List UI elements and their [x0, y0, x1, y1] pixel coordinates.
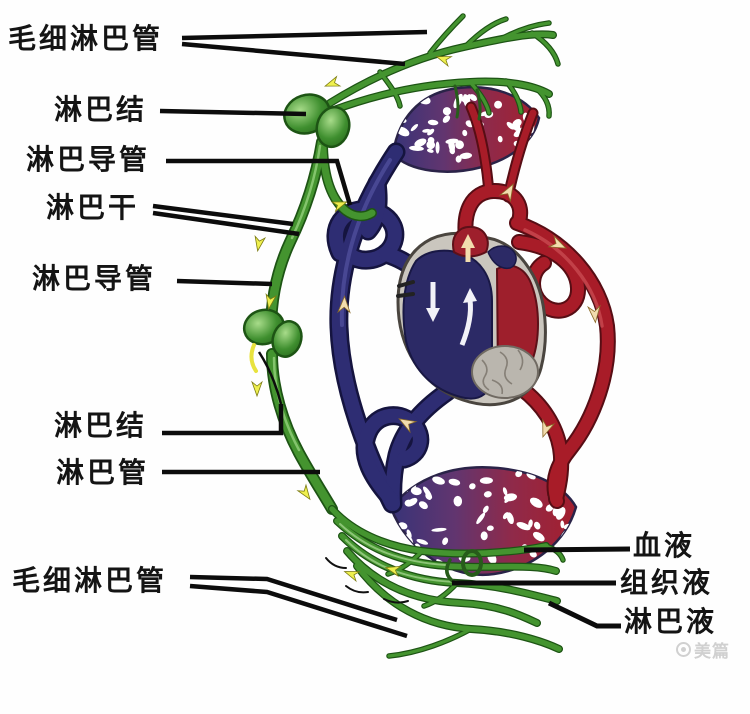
- watermark-text: 美篇: [694, 642, 730, 661]
- label-lymph-node-lower: 淋巴结: [54, 411, 148, 442]
- label-lymph-vessel: 淋巴管: [56, 458, 150, 489]
- label-blood: 血液: [633, 531, 696, 562]
- label-tissue-fluid: 组织液: [620, 568, 714, 599]
- label-lymph-node-top: 淋巴结: [54, 95, 148, 126]
- label-capillary-lymph-vessel-bottom: 毛细淋巴管: [12, 566, 168, 597]
- meipian-logo-icon: [676, 642, 691, 657]
- artery-network: [457, 101, 616, 509]
- label-lymph-fluid: 淋巴液: [624, 607, 718, 638]
- vein-network: [326, 142, 457, 514]
- heart-illustration: [396, 225, 547, 407]
- lymph-node-top-shape: [283, 93, 351, 149]
- lymph-node-lower-shape: [242, 308, 303, 373]
- lymph-capillaries-top: [326, 13, 561, 121]
- label-pointer-lines: [152, 29, 631, 639]
- label-capillary-lymph-vessel-top: 毛细淋巴管: [8, 24, 164, 55]
- label-lymph-duct-mid: 淋巴导管: [32, 264, 157, 295]
- label-lymph-trunk: 淋巴干: [46, 193, 140, 224]
- meipian-watermark: 美篇: [676, 637, 730, 662]
- label-lymph-duct-top: 淋巴导管: [26, 145, 151, 176]
